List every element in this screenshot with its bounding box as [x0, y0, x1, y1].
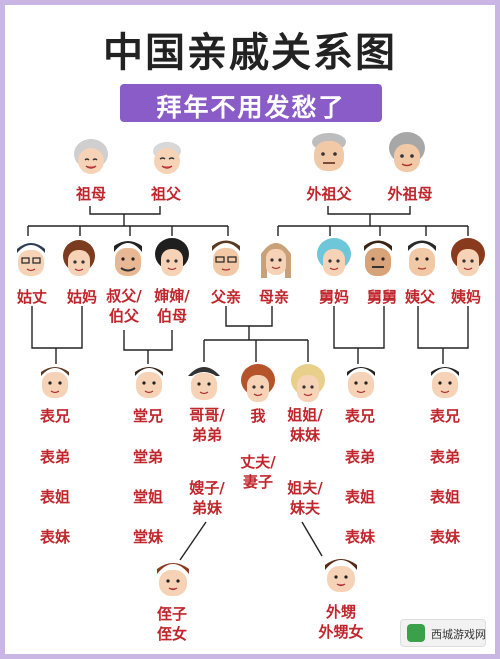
label-sister-children: 外甥 外甥女 [318, 602, 363, 643]
label-paternal-grandfather: 祖父 [150, 185, 182, 203]
label-jiu-cousin-younger-sister: 表妹 [344, 528, 376, 546]
line-maternal-grandparents [277, 206, 469, 236]
label-brother-in-law-line2: 妹夫 [289, 499, 321, 518]
maternal-grandmother-avatar [389, 132, 425, 172]
me-avatar [241, 364, 275, 402]
line-jiu-family [333, 306, 385, 364]
subtitle-banner: 拜年不用发愁了 [120, 84, 382, 122]
brother-avatar [188, 367, 220, 400]
label-uncle: 叔父/ 伯父 [106, 286, 141, 327]
label-jiu-cousin-elder-sister: 表姐 [344, 488, 376, 506]
tang-cousin-avatar [135, 367, 163, 398]
line-parents [203, 306, 309, 362]
label-tang-cousin-elder-sister: 堂姐 [132, 488, 164, 506]
father-avatar [212, 240, 240, 276]
maternal-aunt-husband-avatar [408, 240, 436, 276]
line-paternal-grandparents [27, 206, 229, 236]
label-jiu-cousin-younger-brother: 表弟 [344, 448, 376, 466]
label-uncle-wife-line2: 伯母 [156, 307, 188, 326]
line-uncle-family [123, 330, 173, 364]
label-tang-cousin-younger-sister: 堂妹 [132, 528, 164, 546]
label-uncle-line2: 伯父 [108, 307, 140, 326]
label-sister-line2: 妹妹 [289, 426, 321, 445]
label-niece: 侄女 [156, 625, 188, 644]
label-nephew-niece: 侄子 侄女 [157, 604, 187, 645]
label-sister-son: 外甥 [325, 603, 357, 621]
watermark-badge: 西城游戏网 [400, 619, 486, 647]
line-sister-children [301, 521, 323, 557]
label-brother-line1: 哥哥/ [189, 406, 225, 424]
label-spouse-line1: 丈夫/ [240, 453, 276, 471]
subtitle-text: 拜年不用发愁了 [156, 93, 346, 122]
label-maternal-aunt-husband: 姨父 [404, 288, 436, 306]
watermark-logo-icon [407, 624, 425, 642]
label-yi-cousin-elder-sister: 表姐 [429, 488, 461, 506]
aunt-husband-avatar [17, 243, 45, 276]
maternal-uncle-avatar [364, 240, 392, 276]
label-uncle-wife: 婶婶/ 伯母 [154, 286, 189, 327]
label-maternal-grandmother: 外祖母 [387, 185, 433, 203]
label-maternal-grandfather: 外祖父 [306, 185, 352, 203]
label-yi-cousin-younger-sister: 表妹 [429, 528, 461, 546]
label-yi-cousin-elder-brother: 表兄 [429, 407, 461, 425]
label-uncle-wife-line1: 婶婶/ [154, 287, 190, 305]
label-paternal-grandmother: 祖母 [75, 185, 107, 203]
label-maternal-aunt: 姨妈 [450, 288, 482, 306]
label-father: 父亲 [210, 288, 242, 306]
label-brother-in-law: 姐夫/ 妹夫 [287, 478, 322, 519]
label-sister: 姐姐/ 妹妹 [287, 405, 322, 446]
sister-child-avatar [325, 559, 357, 592]
paternal-aunt-avatar [63, 240, 95, 276]
label-yi-cousin-younger-brother: 表弟 [429, 448, 461, 466]
label-brother: 哥哥/ 弟弟 [189, 405, 224, 446]
label-tang-cousin-younger-brother: 堂弟 [132, 448, 164, 466]
yi-cousin-avatar [431, 367, 459, 398]
watermark-text: 西城游戏网 [431, 628, 486, 641]
label-maternal-uncle-wife: 舅妈 [318, 288, 350, 306]
label-gu-cousin-younger-brother: 表弟 [39, 448, 71, 466]
label-me: 我 [250, 407, 266, 425]
label-gu-cousin-elder-sister: 表姐 [39, 488, 71, 506]
label-brother-in-law-line1: 姐夫/ [287, 479, 323, 497]
sister-avatar [291, 364, 325, 402]
label-gu-cousin-elder-brother: 表兄 [39, 407, 71, 425]
label-brother-line2: 弟弟 [191, 426, 223, 445]
label-sister-line1: 姐姐/ [287, 406, 323, 424]
line-yi-family [417, 306, 469, 364]
line-nephew [179, 521, 207, 561]
label-gu-cousin-younger-sister: 表妹 [39, 528, 71, 546]
gu-cousin-avatar [41, 367, 69, 398]
nephew-avatar [157, 563, 189, 596]
uncle-wife-avatar [155, 238, 189, 276]
label-maternal-uncle: 舅舅 [366, 288, 398, 306]
label-spouse: 丈夫/ 妻子 [240, 452, 275, 493]
label-aunt-husband: 姑丈 [16, 288, 48, 306]
maternal-grandfather-avatar [312, 133, 346, 171]
label-mother: 母亲 [258, 288, 290, 306]
label-spouse-line2: 妻子 [242, 473, 274, 492]
label-jiu-cousin-elder-brother: 表兄 [344, 407, 376, 425]
maternal-aunt-avatar [451, 238, 485, 276]
label-paternal-aunt: 姑妈 [66, 288, 98, 306]
line-gu-family [31, 306, 83, 364]
label-sister-in-law-line2: 弟妹 [191, 499, 223, 518]
label-sister-in-law: 嫂子/ 弟妹 [189, 478, 224, 519]
mother-avatar [261, 243, 291, 278]
uncle-avatar [114, 241, 142, 276]
grandmother-avatar [74, 139, 108, 174]
label-tang-cousin-elder-brother: 堂兄 [132, 407, 164, 425]
label-sister-in-law-line1: 嫂子/ [189, 479, 225, 497]
jiu-cousin-avatar [347, 367, 375, 398]
label-uncle-line1: 叔父/ [106, 287, 142, 305]
maternal-uncle-wife-avatar [317, 238, 351, 276]
page-title: 中国亲戚关系图 [103, 30, 397, 76]
label-sister-daughter: 外甥女 [318, 623, 364, 642]
label-nephew: 侄子 [156, 605, 188, 623]
grandfather-avatar [153, 142, 181, 174]
